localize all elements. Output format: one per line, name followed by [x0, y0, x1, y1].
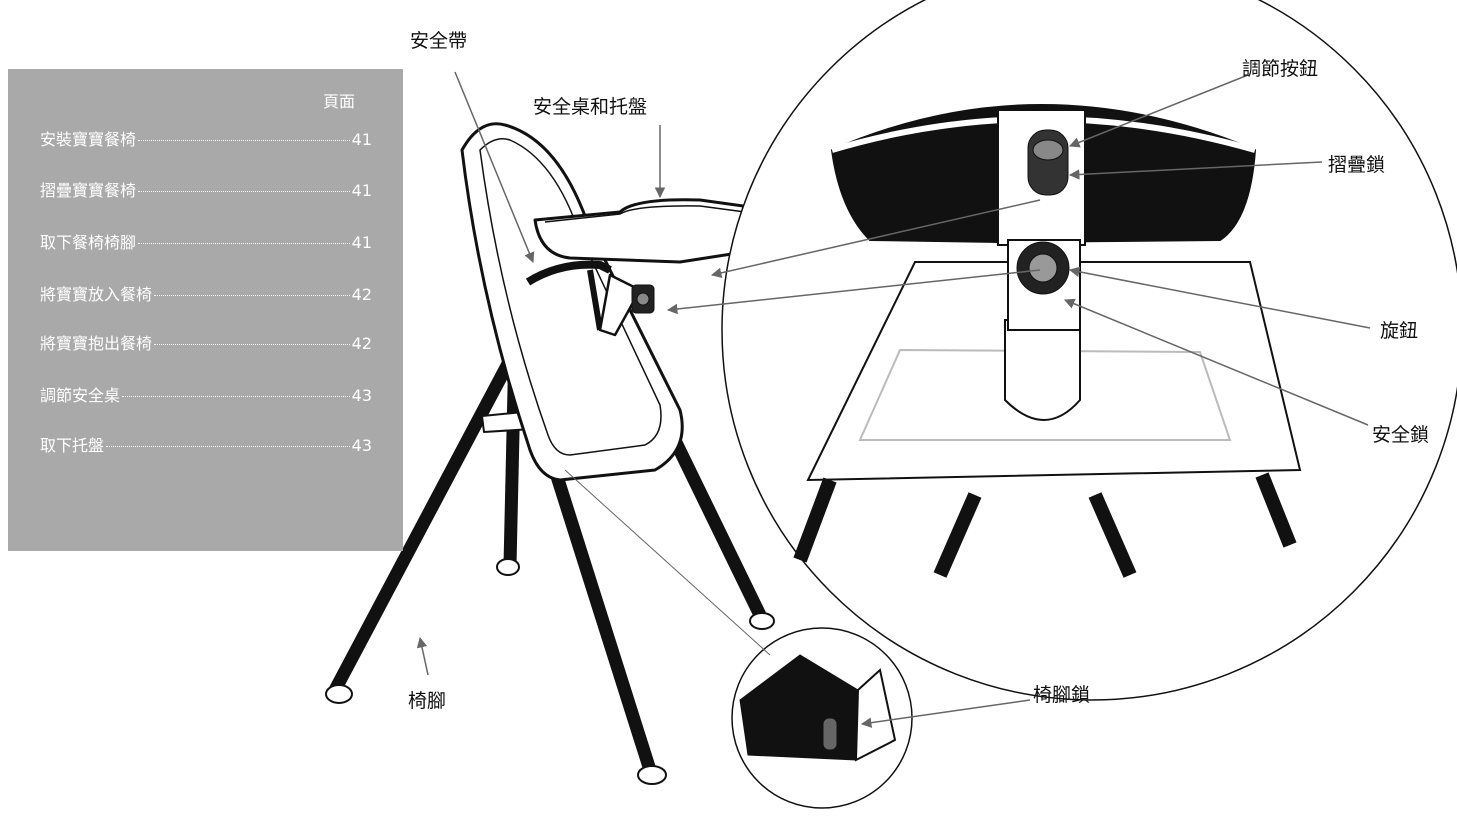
label-fold-lock: 摺疊鎖 [1328, 150, 1385, 177]
toc-item[interactable]: 將寶寶放入餐椅 42 [40, 281, 372, 305]
tray-detail-magnifier [722, 0, 1457, 700]
toc-item-title: 取下托盤 [40, 432, 104, 456]
label-knob: 旋鈕 [1380, 316, 1418, 343]
label-tray-table: 安全桌和托盤 [533, 92, 647, 119]
toc-item[interactable]: 安裝寶寶餐椅 41 [40, 126, 372, 150]
toc-leader-dots [106, 446, 350, 447]
toc-item-page: 41 [352, 130, 372, 149]
toc-item-title: 取下餐椅椅腳 [40, 229, 136, 253]
toc-leader-dots [154, 344, 350, 345]
toc-item-title: 調節安全桌 [40, 382, 120, 406]
toc-item-page: 41 [352, 181, 372, 200]
label-adjust-button: 調節按鈕 [1242, 54, 1318, 81]
toc-item-page: 42 [352, 285, 372, 304]
label-safety-belt: 安全帶 [410, 26, 467, 53]
toc-item[interactable]: 摺疊寶寶餐椅 41 [40, 177, 372, 201]
label-leg-lock: 椅腳鎖 [1033, 680, 1090, 707]
toc-page-header: 頁面 [323, 88, 355, 112]
toc-leader-dots [138, 191, 350, 192]
toc-item[interactable]: 取下托盤 43 [40, 432, 372, 456]
toc-item[interactable]: 取下餐椅椅腳 41 [40, 229, 372, 253]
toc-item-page: 43 [352, 436, 372, 455]
toc-leader-dots [154, 295, 350, 296]
toc-leader-dots [138, 140, 350, 141]
toc-item-page: 42 [352, 334, 372, 353]
toc-leader-dots [122, 396, 350, 397]
toc-item[interactable]: 將寶寶抱出餐椅 42 [40, 330, 372, 354]
toc-item-page: 41 [352, 233, 372, 252]
toc-leader-dots [138, 243, 350, 244]
toc-item-title: 安裝寶寶餐椅 [40, 126, 136, 150]
toc-item-title: 將寶寶抱出餐椅 [40, 330, 152, 354]
toc-item-title: 將寶寶放入餐椅 [40, 281, 152, 305]
toc-item-page: 43 [352, 386, 372, 405]
toc-item-title: 摺疊寶寶餐椅 [40, 177, 136, 201]
label-safety-lock: 安全鎖 [1372, 420, 1429, 447]
toc-item[interactable]: 調節安全桌 43 [40, 382, 372, 406]
label-chair-legs: 椅腳 [408, 686, 446, 713]
